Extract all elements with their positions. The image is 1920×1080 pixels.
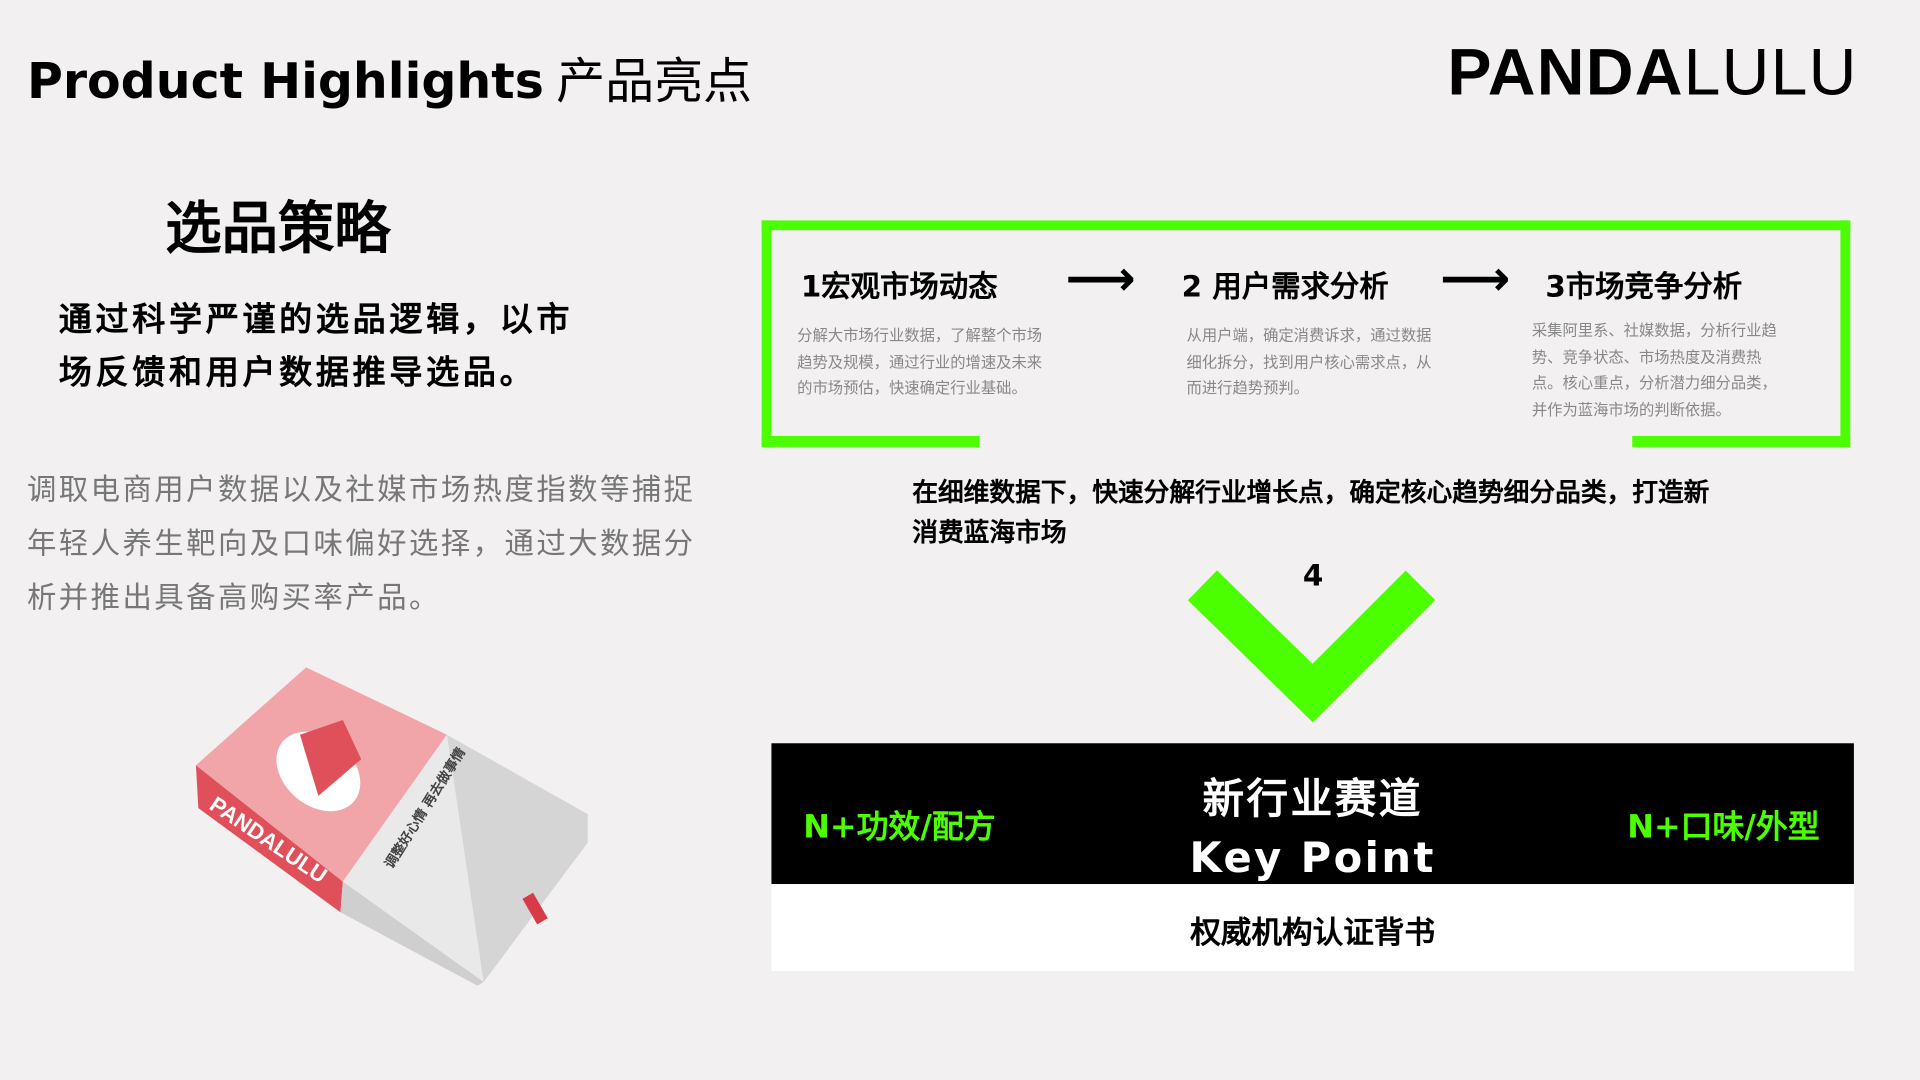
- keypoint-center: 新行业赛道 Key Point: [771, 770, 1853, 888]
- brand-logo: PANDALULU: [1447, 34, 1857, 110]
- step-3: 3市场竞争分析 采集阿里系、社媒数据，分析行业趋势、竞争状态、市场热度及消费热点…: [1532, 262, 1789, 422]
- frame-right: [1840, 220, 1851, 447]
- step-1: 1宏观市场动态 分解大市场行业数据，了解整个市场趋势及规模，通过行业的增速及未来…: [797, 262, 1054, 401]
- step-title: 2 用户需求分析: [1181, 269, 1389, 304]
- frame-left: [761, 220, 772, 447]
- frame-bottom-right: [1632, 435, 1851, 447]
- title-en: Product Highlights: [26, 53, 544, 111]
- certification-panel: 权威机构认证背书: [771, 884, 1854, 972]
- step-4-label: 4: [1302, 558, 1324, 593]
- heart-icon: [300, 720, 362, 796]
- body-text: 调取电商用户数据以及社媒市场热度指数等捕捉年轻人养生靶向及口味偏好选择，通过大数…: [26, 472, 696, 615]
- box-edge: [340, 881, 484, 986]
- step-title: 3市场竞争分析: [1545, 269, 1743, 304]
- step-2: 2 用户需求分析 从用户端，确定消费诉求，通过数据细化拆分，找到用户核心需求点，…: [1182, 262, 1444, 401]
- arrow-icon: ⟶: [1065, 251, 1136, 308]
- certification-text: 权威机构认证背书: [1190, 914, 1436, 951]
- keypoint-title-en: Key Point: [1189, 833, 1436, 883]
- logo-bold: PANDA: [1447, 35, 1684, 109]
- arrow-icon: ⟶: [1440, 251, 1511, 308]
- product-box-image: PANDALULU 调整好心情 再去做事情: [195, 667, 588, 986]
- box-end: [446, 734, 588, 983]
- step-desc: 从用户端，确定消费诉求，通过数据细化拆分，找到用户核心需求点，从而进行趋势预判。: [1186, 325, 1432, 397]
- chevron-down-icon: [1187, 570, 1436, 723]
- step-desc: 采集阿里系、社媒数据，分析行业趋势、竞争状态、市场热度及消费热点。核心重点，分析…: [1531, 320, 1777, 419]
- lead-text: 通过科学严谨的选品逻辑，以市场反馈和用户数据推导选品。: [58, 301, 574, 392]
- step-desc: 分解大市场行业数据，了解整个市场趋势及规模，通过行业的增速及未来的市场预估，快速…: [797, 325, 1043, 397]
- summary-text: 在细维数据下，快速分解行业增长点，确定核心趋势细分品类，打造新消费蓝海市场: [912, 477, 1710, 548]
- frame-bottom-left: [761, 435, 980, 447]
- keypoint-panel: N+功效/配方 新行业赛道 Key Point N+口味/外型: [771, 743, 1854, 885]
- step-title: 1宏观市场动态: [800, 269, 998, 304]
- logo-light: LULU: [1683, 35, 1858, 109]
- keypoint-title-cn: 新行业赛道: [1202, 775, 1423, 825]
- pull-tab: [522, 892, 548, 925]
- keypoint-right: N+口味/外型: [1627, 809, 1820, 847]
- keypoint-left: N+功效/配方: [803, 809, 996, 847]
- title-cn: 产品亮点: [556, 53, 753, 111]
- box-side: [195, 765, 343, 913]
- chevron-stroke: [1187, 570, 1436, 723]
- section-heading: 选品策略: [165, 194, 391, 261]
- frame-top: [761, 220, 1851, 231]
